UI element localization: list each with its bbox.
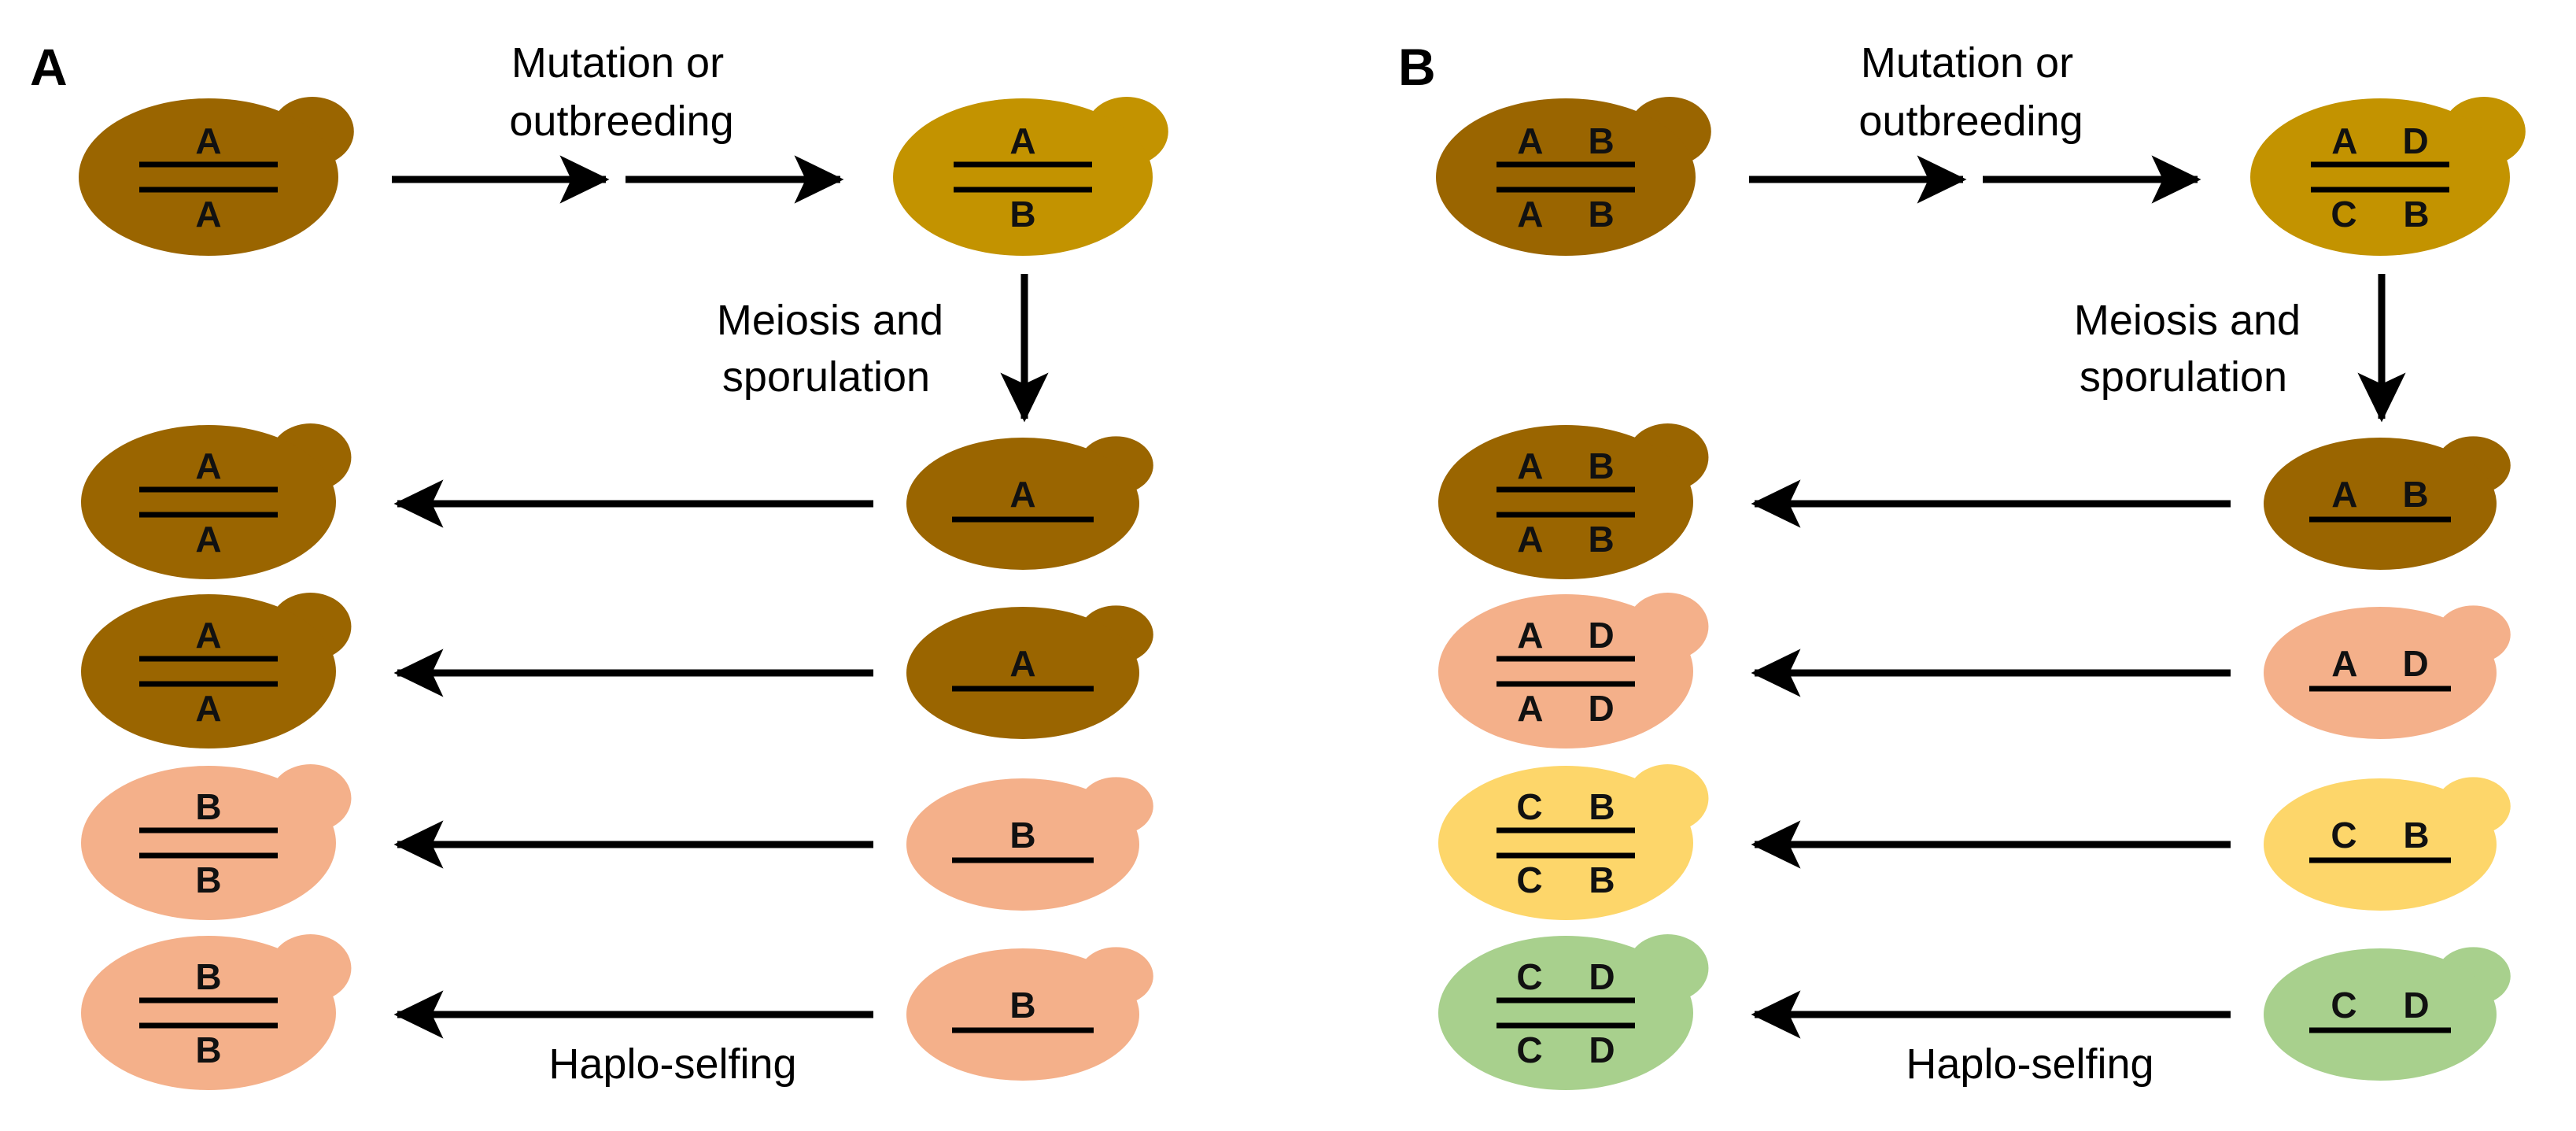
haploid-spore-cell: C D — [2264, 947, 2511, 1081]
selfed-diploid-cell: C D C D — [1438, 934, 1709, 1090]
caption-haplo-selfing: Haplo-selfing — [1906, 1040, 2153, 1088]
selfed-diploid-cell: AA — [81, 423, 352, 579]
cell-body — [81, 936, 336, 1090]
cell-body — [1438, 594, 1693, 748]
allele-label-bottom: A D — [1517, 688, 1615, 729]
selfed-diploid-cell: C B C B — [1438, 764, 1709, 920]
allele-label-top: B — [195, 786, 221, 827]
caption-mutation-line1: Mutation or — [1861, 39, 2073, 87]
caption-mutation-line1: Mutation or — [511, 39, 724, 87]
haploid-spore-cell: B — [906, 947, 1153, 1081]
cell-body — [79, 98, 338, 256]
allele-label: A D — [2331, 643, 2429, 684]
allele-label: B — [1009, 985, 1035, 1026]
haploid-spore-cell: C B — [2264, 777, 2511, 911]
allele-label-bottom: C D — [1516, 1029, 1615, 1070]
allele-label-top: A B — [1517, 120, 1615, 161]
selfed-diploid-cell: A D A D — [1438, 593, 1709, 748]
allele-label-top: A — [1009, 120, 1035, 161]
caption-meiosis-line1: Meiosis and — [717, 297, 943, 344]
allele-label-bottom: B — [195, 1029, 221, 1070]
cell-body — [2264, 607, 2497, 739]
cell-body — [893, 98, 1153, 256]
caption-meiosis-line1: Meiosis and — [2074, 297, 2301, 344]
cell-body — [1438, 425, 1693, 579]
cell-body — [2264, 948, 2497, 1081]
allele-label-bottom: B — [1009, 194, 1035, 235]
parent-diploid-cell: AA — [79, 97, 354, 256]
hybrid-diploid-cell: AB — [893, 97, 1168, 256]
haploid-spore-cell: B — [906, 777, 1153, 911]
allele-label-top: A D — [1517, 615, 1615, 656]
allele-label-top: B — [195, 956, 221, 997]
allele-label-bottom: A — [195, 519, 221, 560]
allele-label-bottom: A B — [1517, 519, 1615, 560]
cell-body — [1436, 98, 1696, 256]
allele-label-bottom: C B — [2331, 194, 2429, 235]
allele-label: B — [1009, 815, 1035, 856]
allele-label-bottom: A — [195, 688, 221, 729]
cell-body — [81, 594, 336, 748]
allele-label: A — [1009, 474, 1035, 515]
haploid-spore-cell: A — [906, 436, 1153, 570]
cell-body — [1438, 936, 1693, 1090]
haploid-spore-cell: A D — [2264, 605, 2511, 739]
cell-body — [81, 766, 336, 920]
allele-label-top: C D — [1516, 956, 1615, 997]
caption-haplo-selfing: Haplo-selfing — [548, 1040, 796, 1088]
hybrid-diploid-cell: A D C B — [2250, 97, 2526, 256]
cell-body — [81, 425, 336, 579]
allele-label-top: A — [195, 120, 221, 161]
cell-body — [906, 438, 1139, 570]
caption-meiosis-line2: sporulation — [722, 353, 930, 401]
caption-mutation-line2: outbreeding — [1858, 98, 2083, 145]
allele-label-bottom: C B — [1516, 859, 1615, 900]
allele-label-bottom: A — [195, 194, 221, 235]
allele-label-top: A — [195, 445, 221, 486]
allele-label: A B — [2331, 474, 2429, 515]
cell-body — [906, 607, 1139, 739]
allele-label-bottom: B — [195, 859, 221, 900]
selfed-diploid-cell: AA — [81, 593, 352, 748]
cell-body — [906, 778, 1139, 911]
allele-label: C D — [2331, 985, 2429, 1026]
allele-label-top: C B — [1516, 786, 1615, 827]
allele-label: A — [1009, 643, 1035, 684]
allele-label: C B — [2331, 815, 2429, 856]
cell-body — [2250, 98, 2510, 256]
haploid-spore-cell: A B — [2264, 436, 2511, 570]
selfed-diploid-cell: A B A B — [1438, 423, 1709, 579]
haploid-spore-cell: A — [906, 605, 1153, 739]
allele-label-top: A — [195, 615, 221, 656]
cell-body — [2264, 778, 2497, 911]
panel-b: B Mutation or outbreeding A B A B A D C B Meios… — [1398, 38, 2526, 1090]
cell-body — [1438, 766, 1693, 920]
selfed-diploid-cell: BB — [81, 764, 352, 920]
panel-label: A — [30, 38, 68, 96]
cell-body — [2264, 438, 2497, 570]
parent-diploid-cell: A B A B — [1436, 97, 1711, 256]
allele-label-bottom: A B — [1517, 194, 1615, 235]
caption-meiosis-line2: sporulation — [2080, 353, 2287, 401]
cell-body — [906, 948, 1139, 1081]
caption-mutation-line2: outbreeding — [509, 98, 733, 145]
panel-label: B — [1398, 38, 1436, 96]
selfed-diploid-cell: BB — [81, 934, 352, 1090]
allele-label-top: A D — [2331, 120, 2429, 161]
allele-label-top: A B — [1517, 445, 1615, 486]
